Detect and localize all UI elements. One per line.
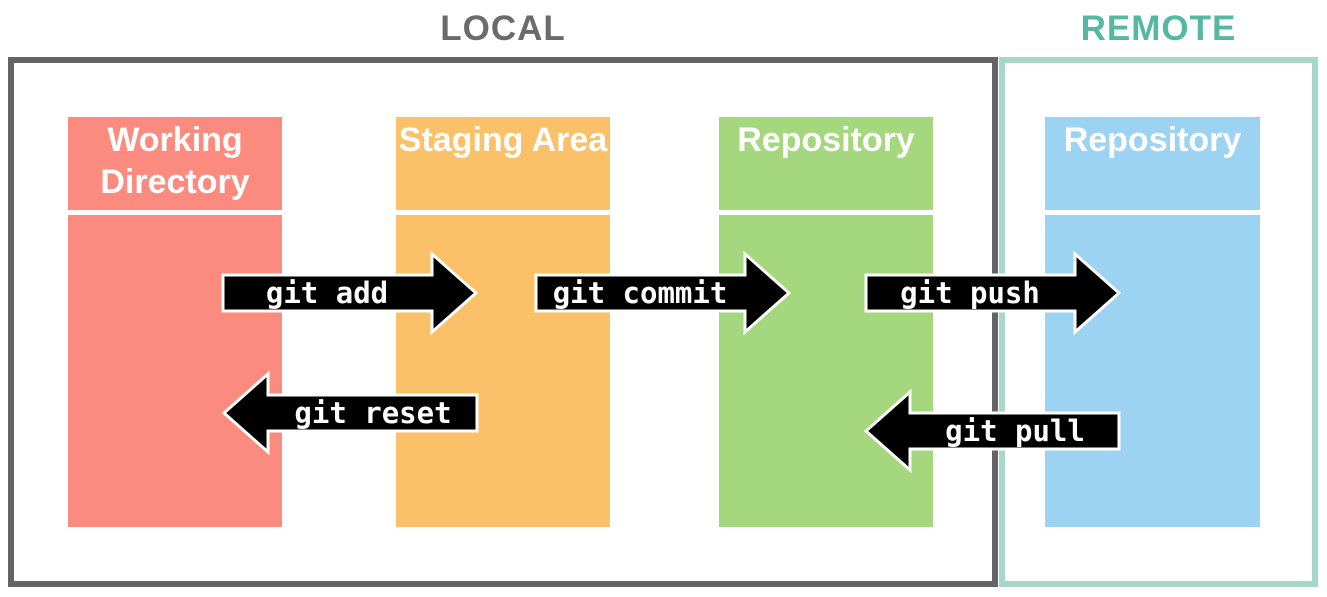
git-reset-arrow: git reset — [221, 370, 479, 456]
remote-section-frame — [999, 57, 1318, 587]
remote-repository-label: Repository — [1063, 121, 1242, 159]
staging-area-label: Staging Area — [398, 121, 608, 159]
left-arrow-shape — [863, 388, 1121, 474]
remote-repository-header: Repository — [1045, 117, 1260, 215]
git-push-arrow: git push — [864, 250, 1122, 336]
git-add-label: git add — [266, 276, 388, 310]
local-repository-header: Repository — [719, 117, 933, 215]
git-pull-label: git pull — [945, 414, 1085, 448]
git-commit-arrow: git commit — [534, 250, 792, 336]
local-section-frame — [8, 57, 998, 587]
left-arrow-shape — [221, 370, 479, 456]
staging-area-header: Staging Area — [396, 117, 610, 215]
git-commit-label: git commit — [553, 276, 728, 310]
local-repository-label: Repository — [737, 121, 915, 159]
git-pull-arrow: git pull — [863, 388, 1121, 474]
right-arrow-shape — [534, 250, 792, 336]
right-arrow-shape — [864, 250, 1122, 336]
git-add-arrow: git add — [221, 250, 479, 336]
remote-section-title: REMOTE — [1080, 9, 1237, 48]
git-reset-label: git reset — [294, 396, 451, 430]
working-directory-column: Working Directory — [68, 117, 282, 527]
git-push-label: git push — [900, 276, 1040, 310]
local-section-title: LOCAL — [440, 9, 566, 48]
working-directory-label: Working Directory — [100, 121, 250, 201]
working-directory-header: Working Directory — [68, 117, 282, 215]
right-arrow-shape — [221, 250, 479, 336]
